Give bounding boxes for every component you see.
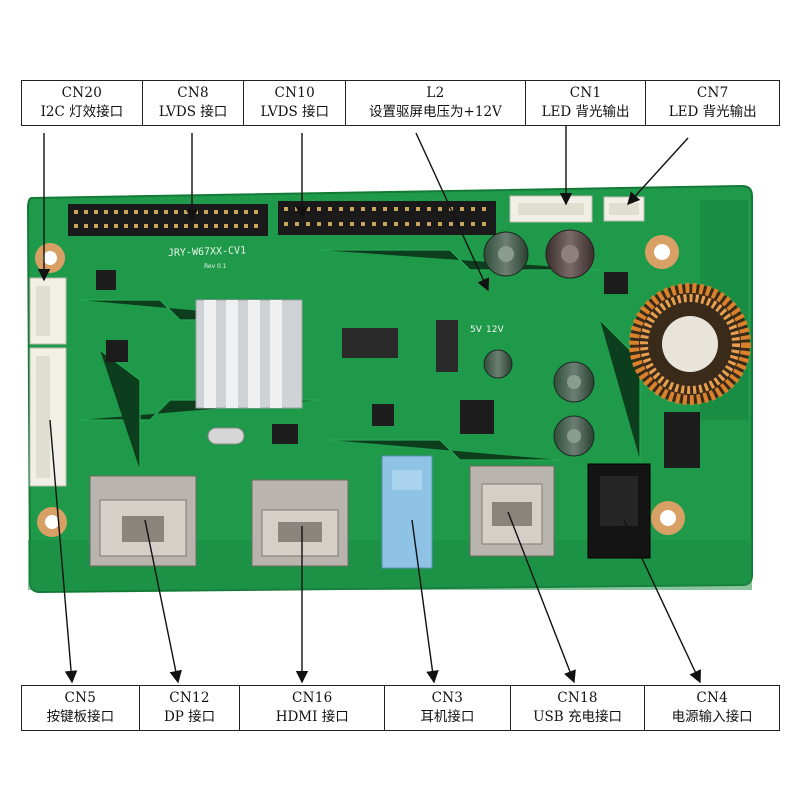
- label-code: CN10: [274, 85, 316, 101]
- bottom-label-row: CN5 按键板接口 CN12 DP 接口 CN16 HDMI 接口 CN3 耳机…: [21, 685, 780, 731]
- label-cn3: CN3 耳机接口: [385, 686, 511, 730]
- arrow-cn18: [507, 511, 576, 684]
- label-desc: HDMI 接口: [275, 709, 349, 725]
- cn3-audio-jack: [381, 455, 433, 569]
- arrow-l2: [415, 132, 490, 292]
- label-cn20: CN20 I2C 灯效接口: [22, 81, 143, 125]
- label-code: CN5: [64, 690, 97, 706]
- label-cn7: CN7 LED 背光输出: [646, 81, 779, 125]
- ic-chips: [96, 270, 700, 468]
- label-cn12: CN12 DP 接口: [140, 686, 241, 730]
- label-cn18: CN18 USB 充电接口: [511, 686, 646, 730]
- label-code: CN16: [291, 690, 333, 706]
- label-code: CN1: [569, 85, 602, 101]
- heatsink: [195, 299, 303, 409]
- label-code: CN7: [696, 85, 729, 101]
- cn20-connector: [29, 277, 67, 345]
- label-l2: L2 设置驱屏电压为+12V: [346, 81, 526, 125]
- label-cn5: CN5 按键板接口: [22, 686, 140, 730]
- label-desc: LED 背光输出: [541, 104, 630, 120]
- label-desc: LVDS 接口: [158, 104, 228, 120]
- label-code: CN12: [169, 690, 210, 706]
- cn18-usb-port: [469, 465, 555, 557]
- arrow-cn5: [49, 419, 78, 684]
- label-code: CN20: [61, 85, 103, 101]
- cn1-connector: [509, 195, 593, 223]
- crystal: [207, 427, 245, 445]
- callout-arrows: [37, 126, 701, 684]
- capacitors-mid: [483, 349, 595, 457]
- label-cn8: CN8 LVDS 接口: [143, 81, 245, 125]
- jumper-12v: 12V: [486, 325, 504, 335]
- cn8-lvds-header: [68, 204, 268, 236]
- label-desc: USB 充电接口: [533, 709, 622, 725]
- cn12-dp-port: [89, 475, 197, 567]
- cn10-lvds-header: [278, 201, 496, 235]
- arrow-cn12: [144, 519, 182, 684]
- label-cn4: CN4 电源输入接口: [645, 686, 779, 730]
- label-cn10: CN10 LVDS 接口: [244, 81, 347, 125]
- label-code: CN8: [177, 85, 209, 101]
- label-desc: 电源输入接口: [671, 709, 753, 725]
- label-code: CN3: [431, 690, 464, 706]
- label-desc: LVDS 接口: [260, 104, 330, 120]
- label-code: CN18: [557, 690, 598, 706]
- toroid-inductor: [629, 283, 751, 405]
- cn4-power-jack: [587, 463, 651, 559]
- label-desc: DP 接口: [163, 709, 216, 725]
- silkscreen-model: JRY-W67XX-CV1: [168, 245, 247, 259]
- label-code: L2: [426, 85, 445, 101]
- arrow-cn4: [623, 519, 701, 684]
- cn7-connector: [603, 196, 645, 222]
- arrow-cn7: [627, 137, 689, 206]
- label-desc: 按键板接口: [46, 709, 115, 725]
- cn5-connector: [29, 347, 67, 487]
- top-label-row: CN20 I2C 灯效接口 CN8 LVDS 接口 CN10 LVDS 接口 L…: [21, 80, 780, 126]
- label-desc: 设置驱屏电压为+12V: [369, 104, 502, 120]
- label-desc: I2C 灯效接口: [40, 104, 124, 120]
- arrow-cn3: [411, 519, 439, 684]
- jumper-5v: 5V: [470, 325, 483, 335]
- label-desc: LED 背光输出: [668, 104, 757, 120]
- silkscreen-rev: Rev 0.1: [204, 263, 227, 270]
- label-cn1: CN1 LED 背光输出: [526, 81, 647, 125]
- capacitors-top: [483, 229, 595, 279]
- label-cn16: CN16 HDMI 接口: [240, 686, 386, 730]
- cn16-hdmi-port: [251, 479, 349, 567]
- label-desc: 耳机接口: [420, 709, 475, 725]
- label-code: CN4: [696, 690, 728, 706]
